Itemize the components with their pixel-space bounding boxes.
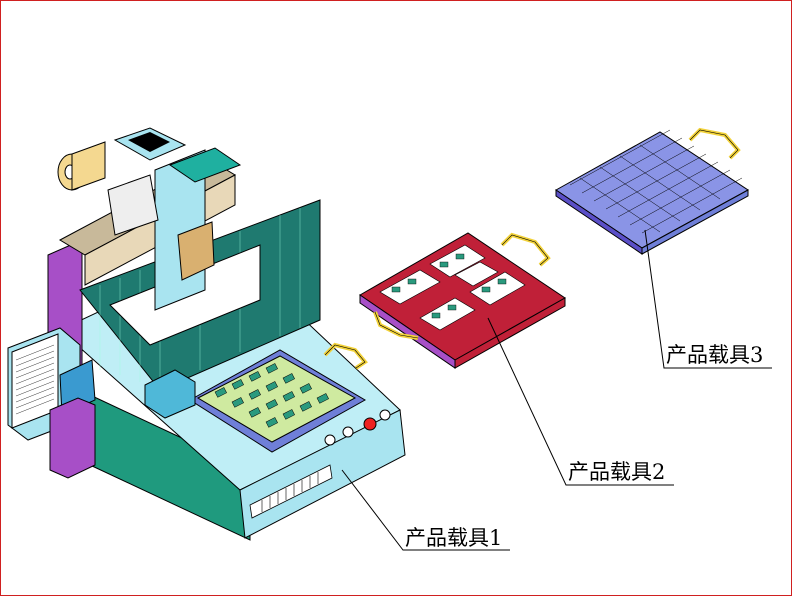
fixture-3: [555, 127, 749, 255]
fixture-1-on-machine: [189, 342, 368, 453]
callout-3: 产品载具3: [644, 229, 772, 369]
label-fixture-1: 产品载具1: [405, 526, 502, 550]
callout-1: 产品载具1: [341, 469, 510, 551]
dispensing-machine: [7, 127, 406, 541]
label-fixture-2: 产品载具2: [568, 460, 665, 484]
fixture-2: [359, 232, 566, 369]
label-fixture-3: 产品载具3: [666, 343, 763, 367]
callout-2: 产品载具2: [487, 317, 674, 486]
